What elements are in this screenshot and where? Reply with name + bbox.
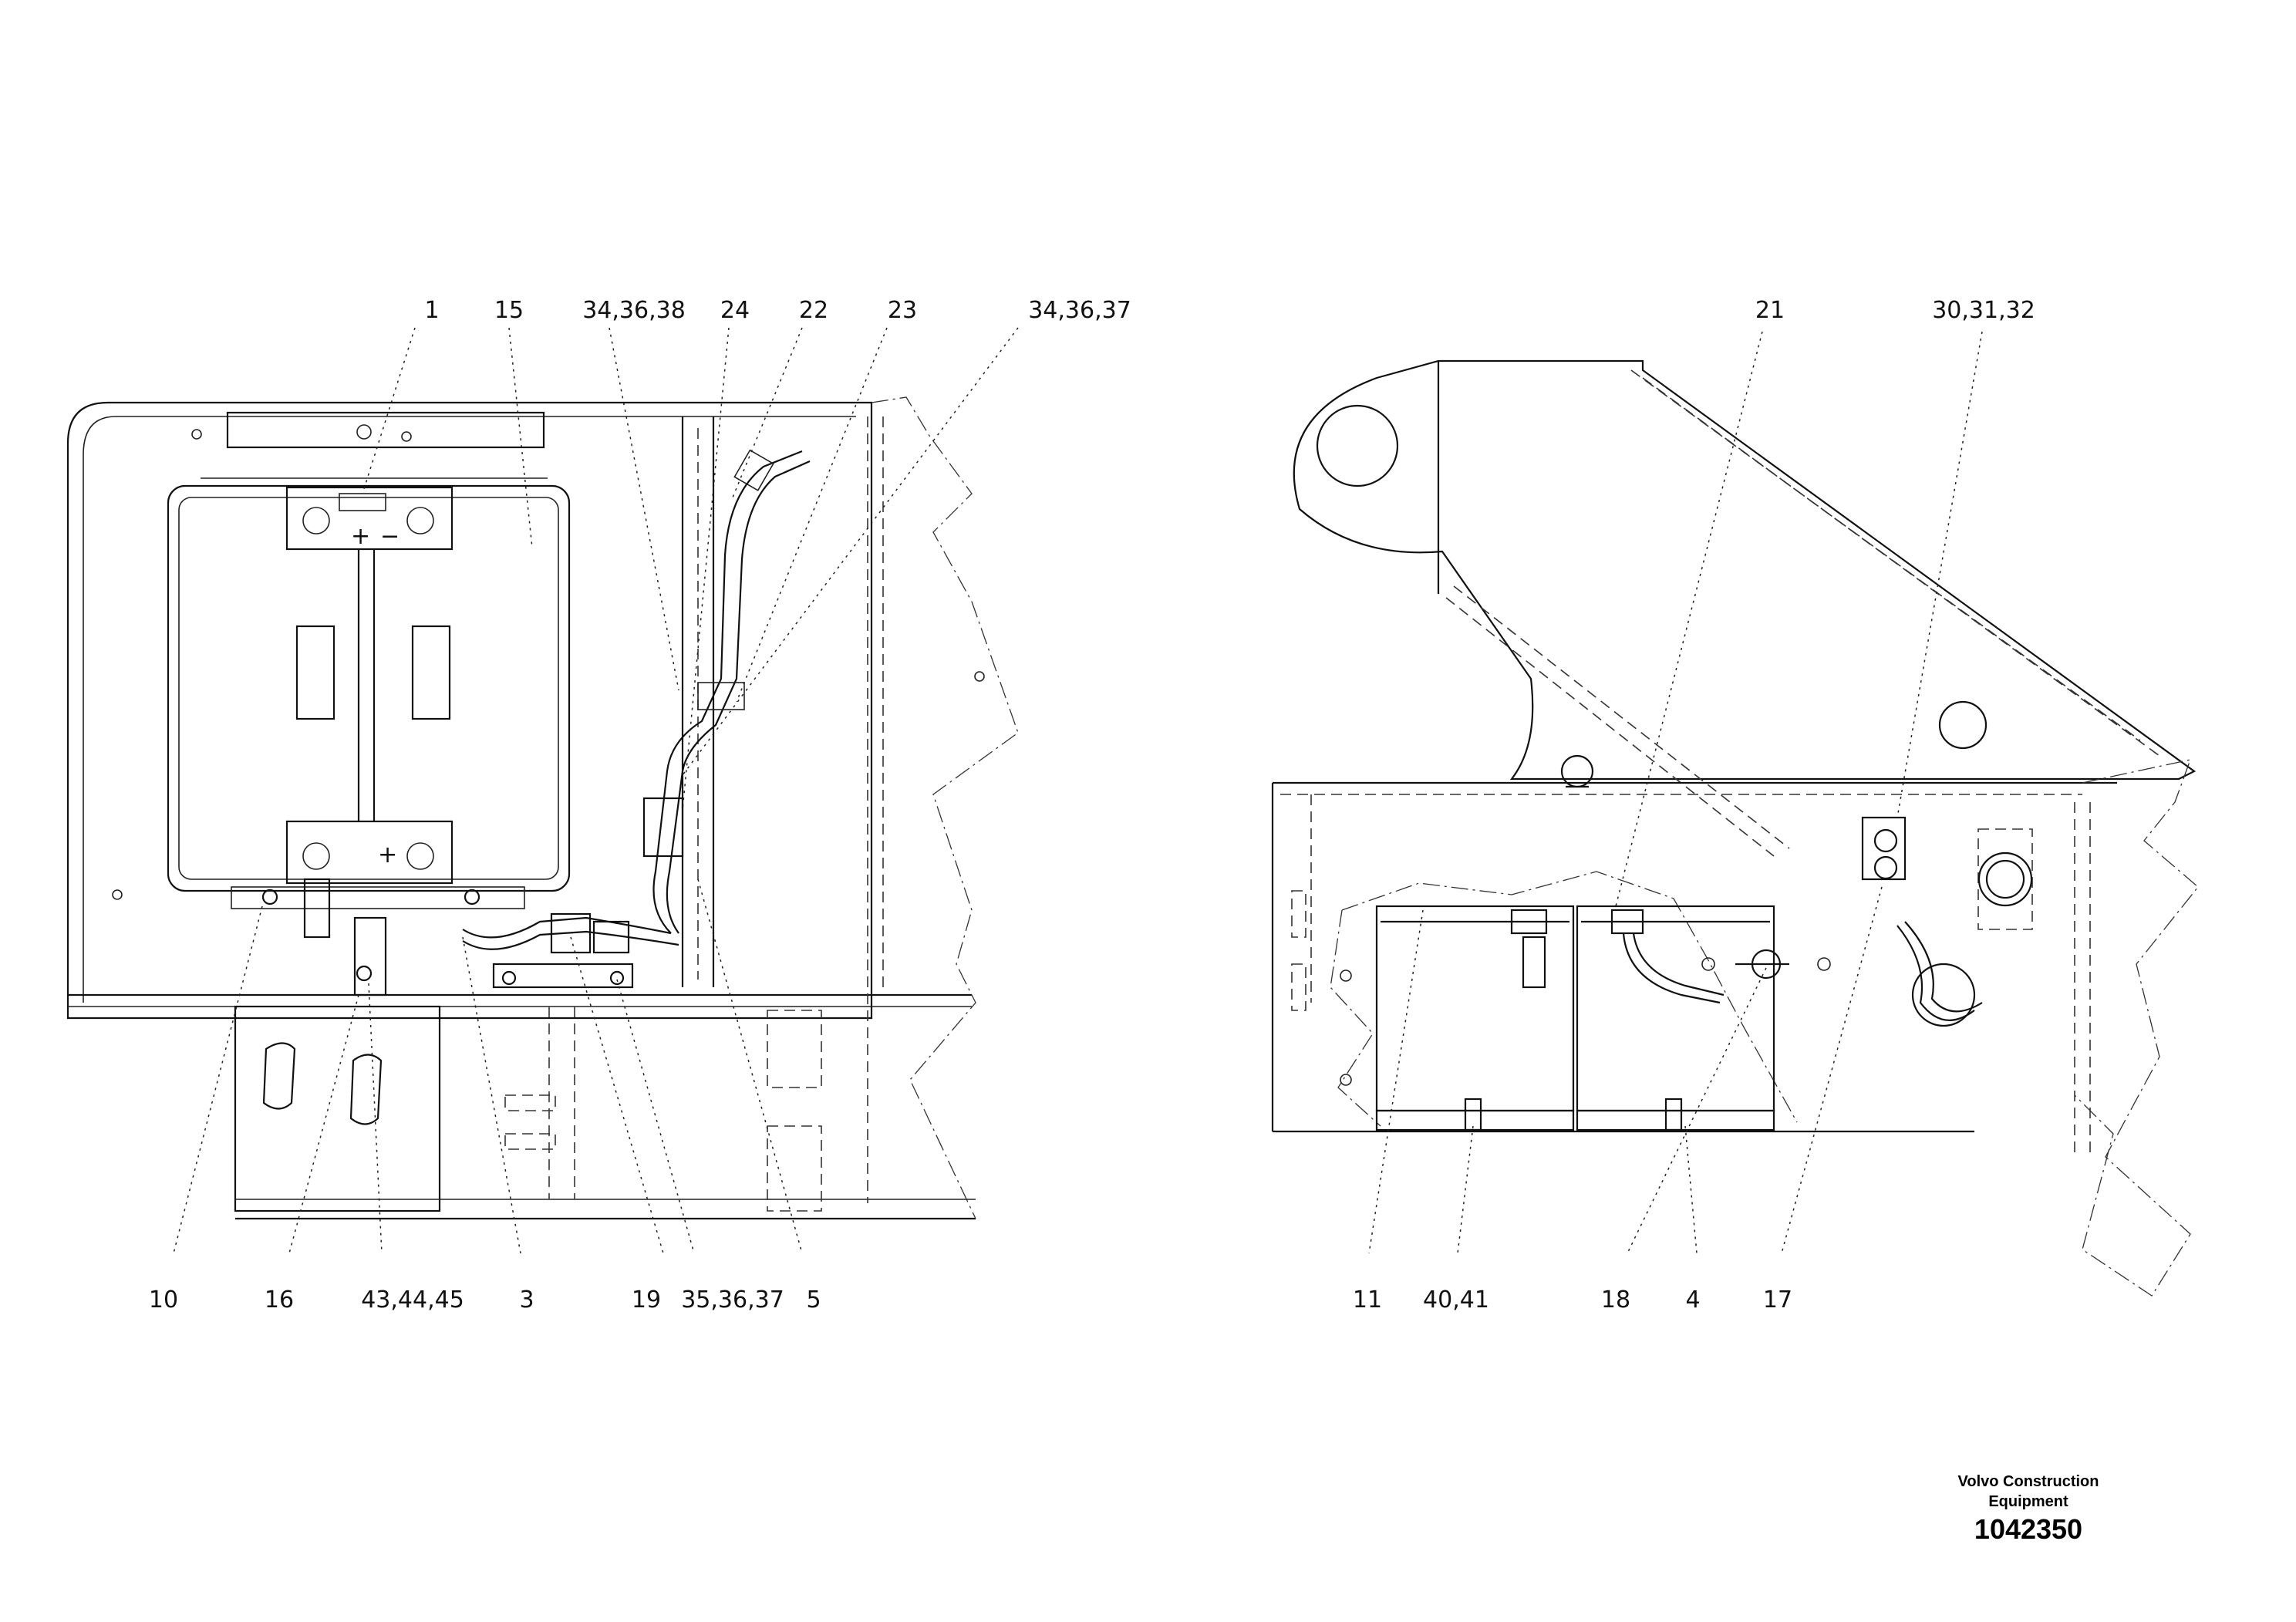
left-view-drawing: + − +: [66, 396, 1019, 1220]
callout-17: 17: [1763, 1286, 1792, 1313]
company-line-1: Volvo Construction: [1957, 1473, 2099, 1490]
callout-5: 5: [806, 1286, 821, 1313]
callout-43-44-45: 43,44,45: [361, 1286, 464, 1313]
callout-19: 19: [632, 1286, 661, 1313]
callout-23: 23: [888, 297, 917, 324]
company-line-2: Equipment: [1988, 1493, 2068, 1510]
callout-24: 24: [720, 297, 750, 324]
callout-22: 22: [799, 297, 828, 324]
callout-34-36-38: 34,36,38: [582, 297, 686, 324]
leader-lines: [173, 327, 1983, 1254]
callout-21: 21: [1755, 297, 1785, 324]
company-name: Volvo Construction Equipment: [1913, 1472, 2144, 1512]
callout-40-41: 40,41: [1423, 1286, 1489, 1313]
callout-4: 4: [1685, 1286, 1700, 1313]
battery-plus-bottom: +: [378, 841, 397, 868]
callout-1: 1: [424, 297, 439, 324]
right-view-drawing: [1271, 359, 2199, 1297]
callout-16: 16: [265, 1286, 294, 1313]
callout-30-31-32: 30,31,32: [1932, 297, 2035, 324]
callout-10: 10: [149, 1286, 178, 1313]
battery-plus-top: +: [351, 523, 370, 550]
callout-18: 18: [1601, 1286, 1630, 1313]
callout-34-36-37: 34,36,37: [1028, 297, 1131, 324]
callout-labels: 1 15 34,36,38 24 22 23 34,36,37 10 16 43…: [149, 297, 2035, 1313]
callout-35-36-37: 35,36,37: [681, 1286, 784, 1313]
document-number: 1042350: [1974, 1513, 2083, 1545]
battery-minus-top: −: [380, 523, 400, 550]
callout-3: 3: [519, 1286, 534, 1313]
callout-11: 11: [1353, 1286, 1382, 1313]
callout-15: 15: [494, 297, 524, 324]
